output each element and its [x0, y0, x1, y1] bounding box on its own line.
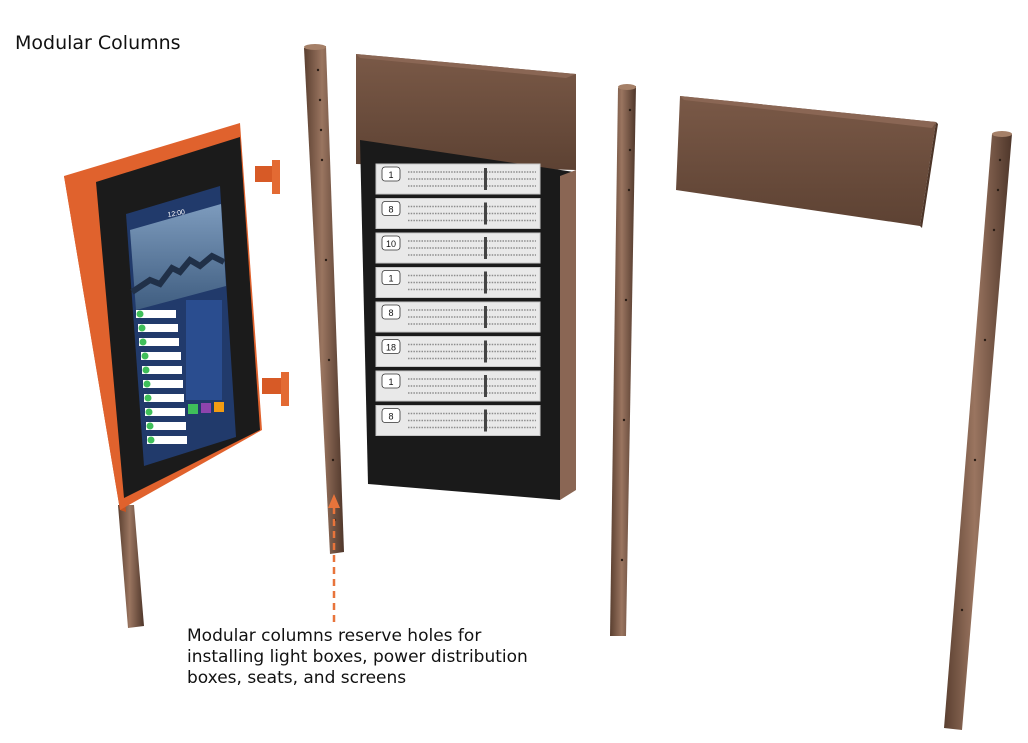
- route-badge: [381, 270, 401, 285]
- route-badge: [381, 235, 401, 251]
- route-number: 10: [386, 239, 396, 249]
- timetable-row: 10: [375, 232, 541, 264]
- kiosk-route-list: [136, 300, 224, 444]
- route-badge: [381, 201, 401, 216]
- route-badge: [381, 339, 401, 354]
- timetable-row: 1: [375, 370, 541, 402]
- route-badge: [381, 304, 401, 320]
- figure-title: Modular Columns: [15, 32, 181, 54]
- caption: Modular columns reserve holes for instal…: [187, 626, 567, 689]
- light-box: [676, 96, 938, 228]
- route-badge: [381, 408, 401, 423]
- timetable-row: 1: [375, 163, 541, 195]
- timetable-row: 1: [375, 267, 541, 298]
- modular-column-1: [304, 44, 344, 554]
- mount-bracket-bottom: [262, 372, 289, 406]
- timetable-row: 8: [375, 405, 541, 436]
- kiosk-pole: [118, 505, 144, 628]
- route-number: 1: [388, 170, 393, 180]
- route-number: 1: [388, 377, 393, 387]
- kiosk-clock: 12:00: [167, 209, 186, 219]
- screen-kiosk: 12:00: [64, 123, 289, 628]
- caption-line-1: Modular columns reserve holes for: [187, 626, 482, 646]
- route-number: 8: [388, 308, 393, 318]
- modular-column-2: [610, 84, 636, 636]
- center-light-box: [356, 54, 576, 170]
- timetable-row: 8: [375, 301, 541, 333]
- timetable-row: 18: [375, 336, 541, 367]
- route-badge: [381, 166, 401, 182]
- mount-bracket-top: [255, 160, 280, 194]
- route-number: 18: [386, 343, 396, 353]
- caption-line-2: installing light boxes, power distributi…: [187, 647, 528, 667]
- route-number: 8: [388, 412, 393, 422]
- modular-column-3: [944, 131, 1012, 730]
- timetable-row: 8: [375, 198, 541, 229]
- install-arrow: [328, 494, 340, 622]
- route-badge: [381, 373, 401, 389]
- route-number: 8: [388, 205, 393, 215]
- route-number: 1: [388, 274, 393, 284]
- caption-line-3: boxes, seats, and screens: [187, 668, 407, 688]
